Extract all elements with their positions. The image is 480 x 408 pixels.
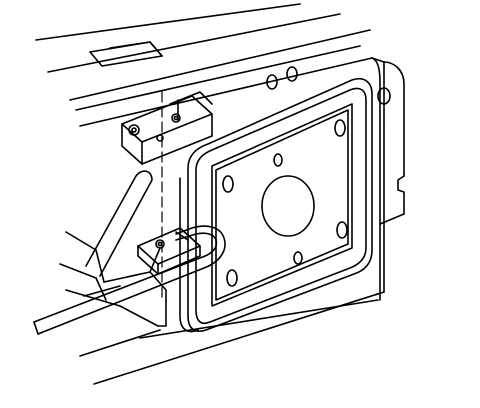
upper-mounting-bracket xyxy=(121,91,213,165)
cross-member xyxy=(59,231,167,327)
frame-rail xyxy=(35,3,405,385)
mounting-plate xyxy=(179,78,373,333)
brake-line xyxy=(33,170,226,335)
